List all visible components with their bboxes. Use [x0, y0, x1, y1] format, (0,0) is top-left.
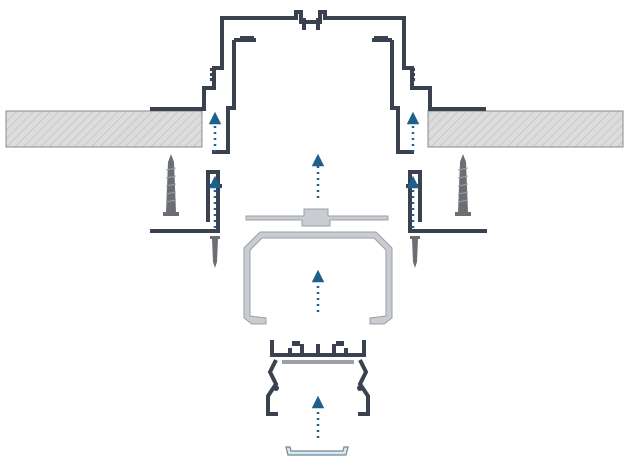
gear-tray-profile	[243, 208, 393, 325]
ceiling-panel-left	[5, 110, 203, 148]
mounting-clip-right	[406, 170, 487, 233]
led-channel-details	[273, 341, 363, 391]
frame-teeth	[210, 36, 415, 81]
ceiling-panel-right	[427, 110, 624, 148]
screw-long-right	[455, 154, 471, 216]
led-channel-profile	[266, 340, 370, 416]
screw-long-left	[163, 154, 179, 216]
screw-short-left	[210, 236, 220, 268]
assembly-arrows	[208, 111, 420, 438]
mounting-clip-left	[150, 170, 222, 233]
diffuser-cover	[285, 446, 349, 456]
screw-short-right	[410, 236, 420, 268]
